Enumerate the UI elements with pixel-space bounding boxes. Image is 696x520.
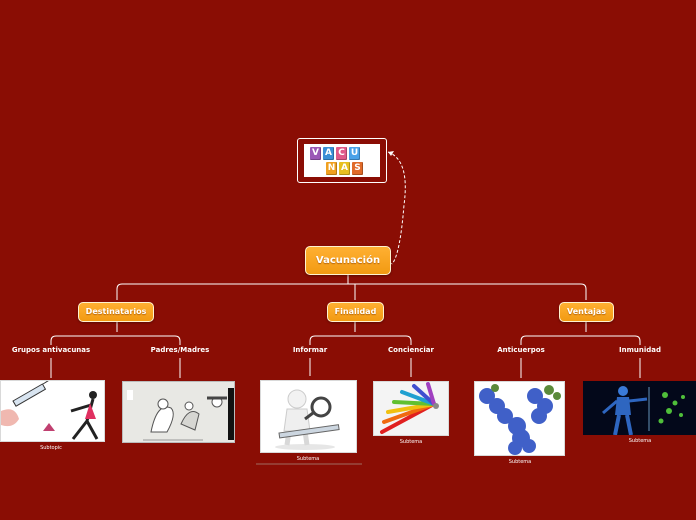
topic-destinatarios[interactable]: Destinatarios xyxy=(78,302,154,322)
informar-magnifier-image[interactable] xyxy=(260,380,357,453)
letter-block: N xyxy=(326,162,337,175)
human-shield-icon xyxy=(583,381,696,435)
letter-block: A xyxy=(323,147,334,160)
immunity-body-image[interactable] xyxy=(583,381,696,435)
letter-block: C xyxy=(336,147,347,160)
subtopic-concienciar[interactable]: Concienciar xyxy=(388,346,434,354)
antivaccine-illustration[interactable] xyxy=(0,380,105,442)
vacunas-blocks-image[interactable]: V A C U N A S xyxy=(297,138,387,183)
subtopic-anticuerpos[interactable]: Anticuerpos xyxy=(497,346,545,354)
caption-concienciar: Subtema xyxy=(399,439,423,445)
subtopic-informar[interactable]: Informar xyxy=(292,346,328,354)
caption-grupos-antivacunas: Subtopic xyxy=(40,445,62,451)
letter-block: S xyxy=(352,162,363,175)
concienciar-syringes-image[interactable] xyxy=(373,381,449,436)
parents-cartoon-image[interactable] xyxy=(122,381,235,443)
cartoon-doctor-icon xyxy=(123,382,234,442)
magnifier-icon xyxy=(261,381,356,452)
subtopic-inmunidad[interactable]: Inmunidad xyxy=(619,346,661,354)
root-node[interactable]: Vacunación xyxy=(305,246,391,275)
letter-block: U xyxy=(349,147,360,160)
topic-ventajas[interactable]: Ventajas xyxy=(559,302,614,322)
caption-informar: Subtema xyxy=(296,456,320,462)
caption-anticuerpos: Subtema xyxy=(508,459,532,465)
syringe-fight-icon xyxy=(1,381,104,441)
topic-finalidad[interactable]: Finalidad xyxy=(327,302,384,322)
caption-inmunidad: Subtema xyxy=(628,438,652,444)
letter-block: V xyxy=(310,147,321,160)
syringes-fan-icon xyxy=(374,382,448,435)
antibody-image[interactable] xyxy=(474,381,565,456)
letter-block: A xyxy=(339,162,350,175)
antibody-icon xyxy=(475,382,564,455)
subtopic-grupos-antivacunas[interactable]: Grupos antivacunas xyxy=(11,346,91,354)
subtopic-padres-madres[interactable]: Padres/Madres xyxy=(150,346,210,354)
